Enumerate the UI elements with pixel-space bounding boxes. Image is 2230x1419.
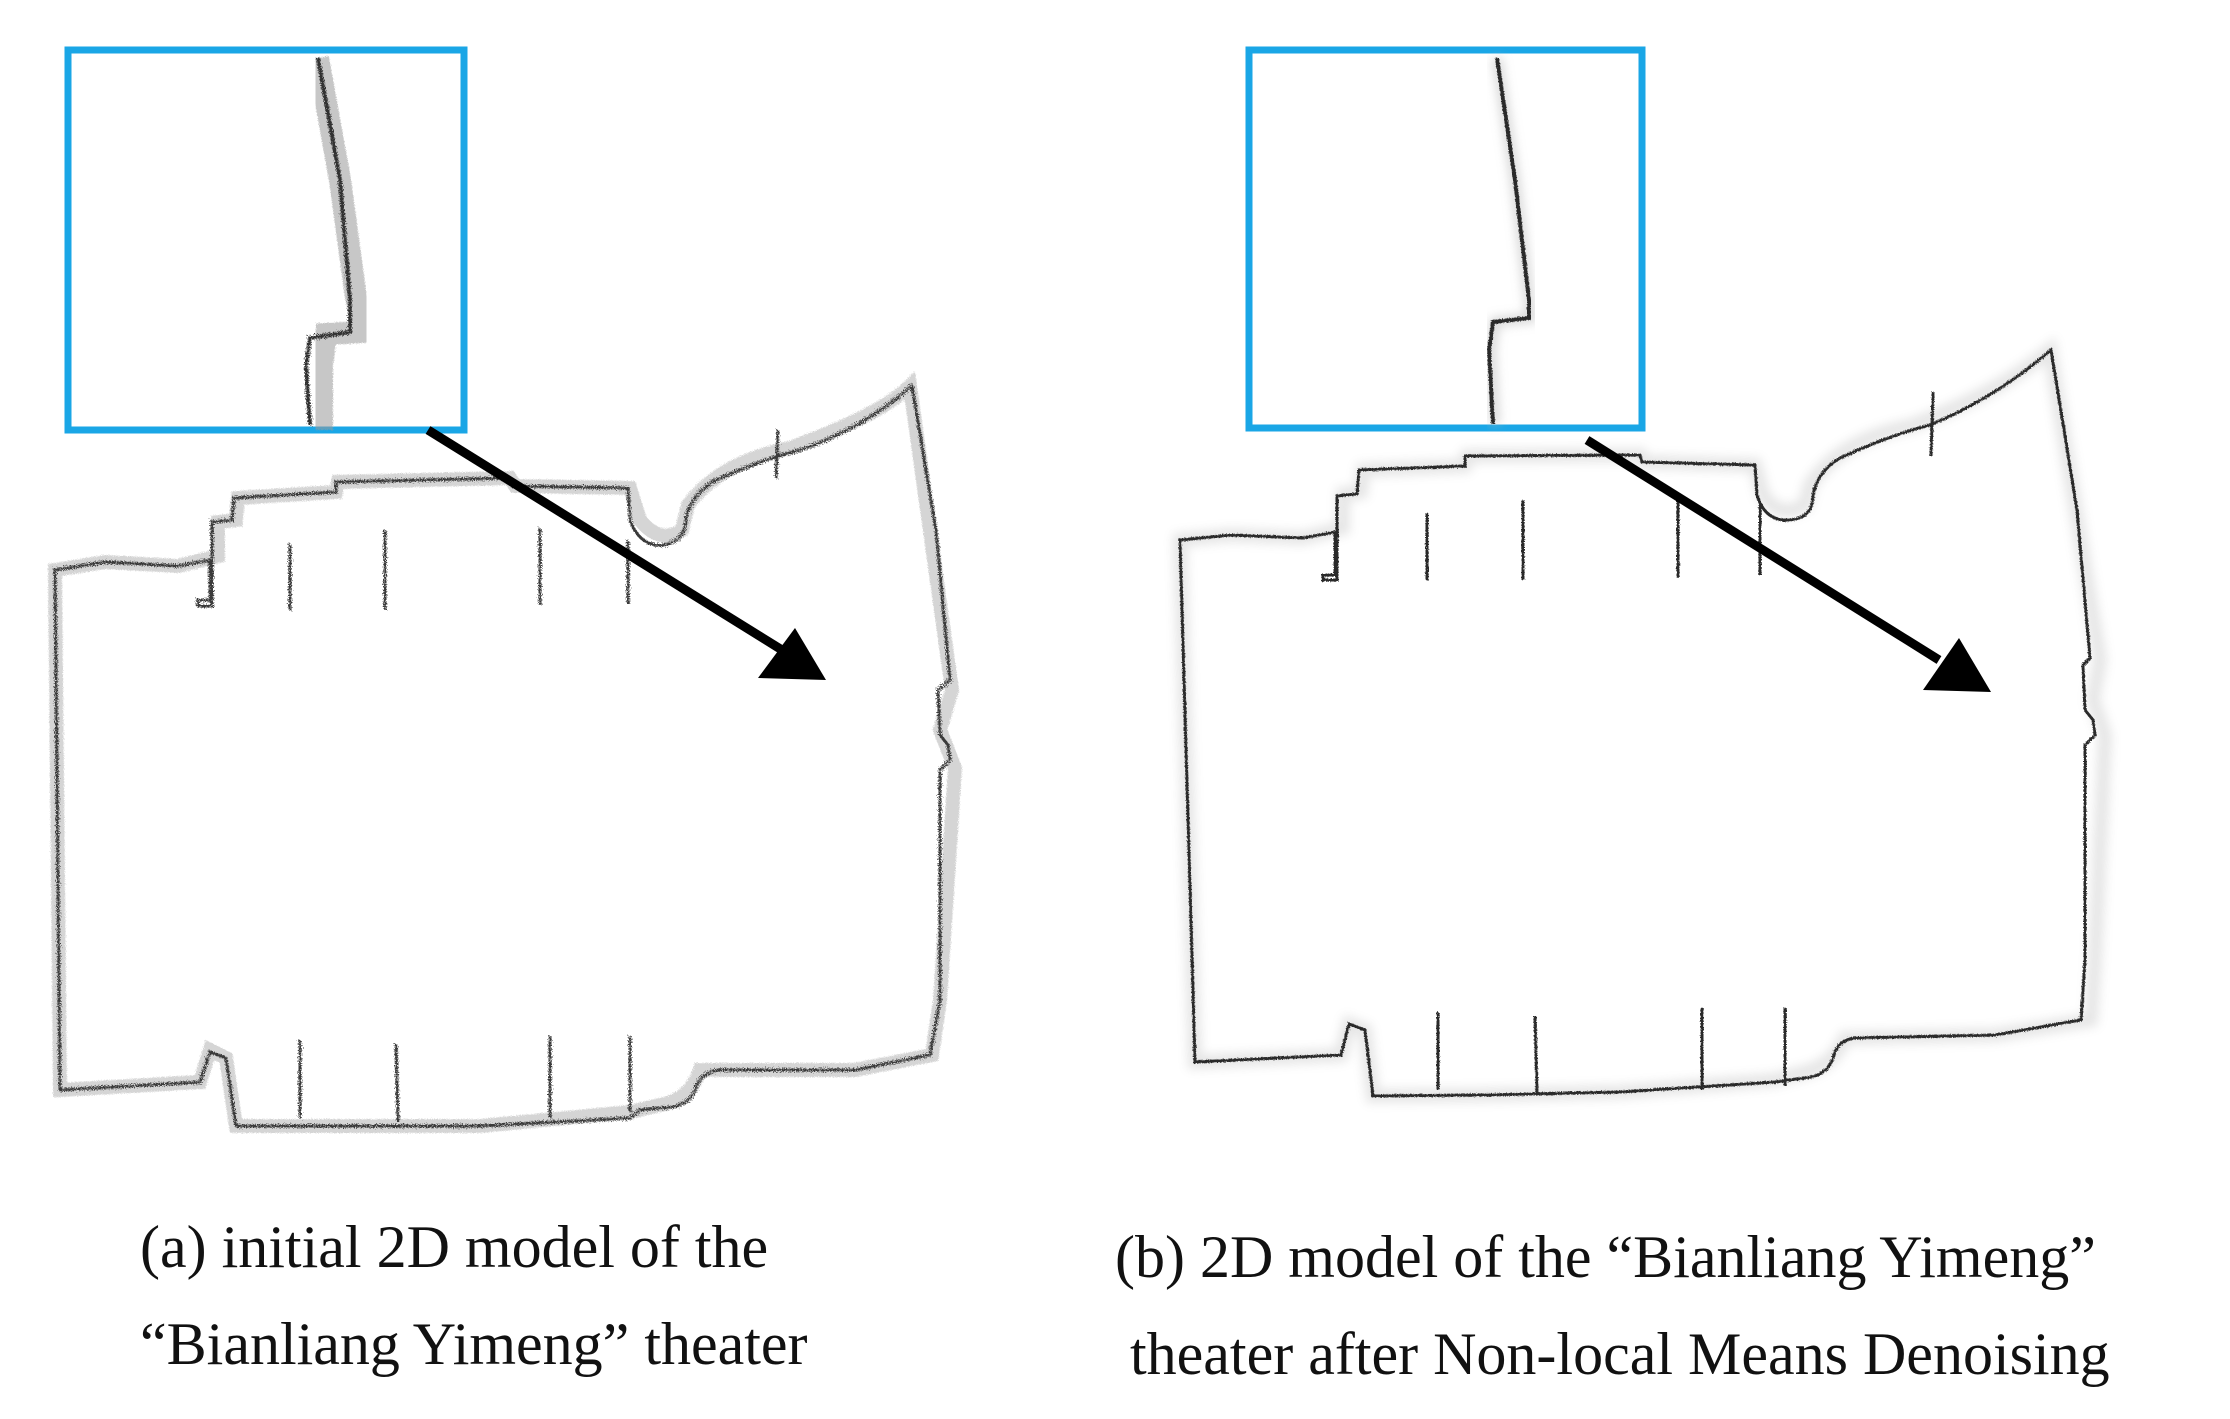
floor-plan-denoised [1178,347,2097,1098]
panel-a-drawing [47,46,963,1133]
inset-box [64,46,468,434]
caption-a-line2: “Bianliang Yimeng” theater [140,1311,808,1377]
partition [1929,391,1935,457]
inset-wall-line [1486,57,1531,425]
caption-a-line1: (a) initial 2D model of the [140,1214,769,1280]
panel-b-drawing [1172,46,2113,1104]
inset-box [1245,46,1646,432]
floor-plan-outline-denoised [1178,347,2097,1098]
arrow-head [758,628,826,680]
scan-shadow [1172,336,2113,1104]
scan-noise [47,371,963,1133]
caption-b-line2: theater after Non-local Means Denoising [1130,1321,2110,1387]
zoom-arrow [425,426,826,680]
arrow-head [1923,638,1991,692]
floor-plan [53,383,952,1128]
floor-plan-outline [53,383,952,1128]
inset-wall-line [303,57,352,426]
partition [1533,1015,1539,1095]
caption-b-line1: (b) 2D model of the “Bianliang Yimeng” [1115,1224,2096,1290]
inset-zoom [64,46,468,434]
partition [774,429,780,479]
zoom-arrow [1584,436,1991,692]
partition [394,1043,400,1123]
inset-zoom-denoised [1245,46,1646,432]
